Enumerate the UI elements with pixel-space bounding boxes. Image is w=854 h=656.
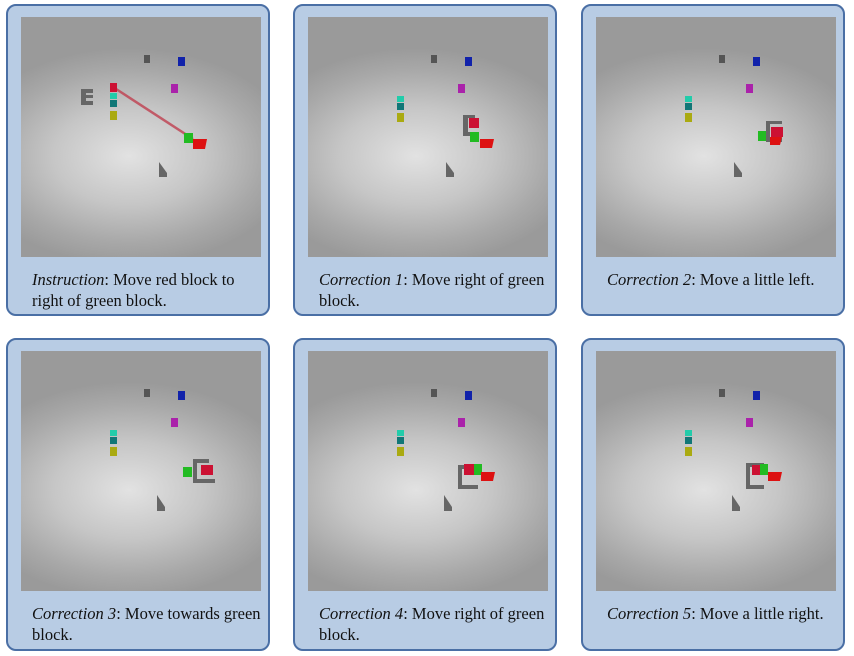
teal-block [685, 437, 692, 444]
green-cyan-block [685, 96, 692, 102]
green-block [758, 131, 767, 141]
green-cyan-block [110, 93, 117, 99]
magenta-block [171, 84, 178, 93]
robot-scene-image [21, 17, 261, 257]
green-cyan-block [397, 430, 404, 436]
magenta-block [458, 84, 465, 93]
dark-block [431, 55, 437, 63]
grey-wedge [157, 495, 165, 511]
grey-wedge [444, 495, 452, 511]
magenta-block [746, 418, 753, 427]
dark-block [719, 389, 725, 397]
panel-instruction: Instruction: Move red block to right of … [6, 4, 270, 316]
green-block [760, 464, 768, 475]
caption-text: : Move a little left. [691, 270, 815, 289]
caption-label: Correction 1 [319, 270, 404, 289]
yellow-block [685, 447, 692, 456]
dark-block [431, 389, 437, 397]
gripper-icon [81, 89, 93, 105]
blue-block [178, 391, 185, 400]
panel-caption: Instruction: Move red block to right of … [32, 269, 262, 311]
target-square [193, 139, 207, 149]
caption-label: Correction 2 [607, 270, 692, 289]
dark-block [719, 55, 725, 63]
green-block [474, 464, 482, 475]
panel-correction-2: Correction 2: Move a little left. [581, 4, 845, 316]
caption-text: : Move towards green block. [32, 604, 261, 644]
red-block [110, 83, 117, 92]
green-block [470, 132, 479, 142]
yellow-block [397, 447, 404, 456]
magenta-block [458, 418, 465, 427]
grey-wedge [732, 495, 740, 511]
panel-caption: Correction 2: Move a little left. [607, 269, 837, 290]
grey-wedge [159, 162, 167, 177]
robot-scene-image [596, 351, 836, 591]
yellow-block [397, 113, 404, 122]
trajectory-line [112, 85, 194, 141]
magenta-block [171, 418, 178, 427]
teal-block [110, 437, 117, 444]
green-block [184, 133, 193, 143]
red-block [469, 118, 479, 128]
yellow-block [110, 447, 117, 456]
green-cyan-block [110, 430, 117, 436]
gripper-icon [193, 459, 215, 483]
panel-caption: Correction 4: Move right of green block. [319, 603, 549, 645]
grey-wedge [446, 162, 454, 177]
panel-caption: Correction 3: Move towards green block. [32, 603, 262, 645]
gripper-icon [463, 115, 475, 136]
panel-correction-3: Correction 3: Move towards green block. [6, 338, 270, 651]
caption-label: Correction 3 [32, 604, 117, 623]
blue-block [465, 57, 472, 66]
blue-block [753, 57, 760, 66]
panel-caption: Correction 5: Move a little right. [607, 603, 837, 624]
robot-scene-image [308, 17, 548, 257]
robot-scene-image [596, 17, 836, 257]
red-block [201, 465, 213, 475]
teal-block [397, 103, 404, 110]
blue-block [753, 391, 760, 400]
teal-block [110, 100, 117, 107]
target-square [768, 472, 782, 481]
teal-block [685, 103, 692, 110]
yellow-block [110, 111, 117, 120]
dark-block [144, 389, 150, 397]
green-cyan-block [685, 430, 692, 436]
caption-text: : Move right of green block. [319, 604, 545, 644]
target-square [480, 139, 494, 148]
magenta-block [746, 84, 753, 93]
caption-text: : Move red block to right of green block… [32, 270, 235, 310]
caption-label: Instruction [32, 270, 105, 289]
yellow-block [685, 113, 692, 122]
dark-block [144, 55, 150, 63]
red-block [771, 127, 783, 137]
caption-label: Correction 4 [319, 604, 404, 623]
green-cyan-block [397, 96, 404, 102]
blue-block [465, 391, 472, 400]
grey-wedge [734, 162, 742, 177]
red-block [464, 464, 474, 475]
panel-caption: Correction 1: Move right of green block. [319, 269, 549, 311]
panel-correction-1: Correction 1: Move right of green block. [293, 4, 557, 316]
target-square [481, 472, 495, 481]
teal-block [397, 437, 404, 444]
caption-label: Correction 5 [607, 604, 692, 623]
panel-correction-5: Correction 5: Move a little right. [581, 338, 845, 651]
caption-text: : Move a little right. [691, 604, 824, 623]
green-block [183, 467, 192, 477]
robot-scene-image [21, 351, 261, 591]
target-square [770, 137, 782, 145]
blue-block [178, 57, 185, 66]
caption-text: : Move right of green block. [319, 270, 545, 310]
robot-scene-image [308, 351, 548, 591]
red-block [752, 465, 761, 475]
panel-correction-4: Correction 4: Move right of green block. [293, 338, 557, 651]
